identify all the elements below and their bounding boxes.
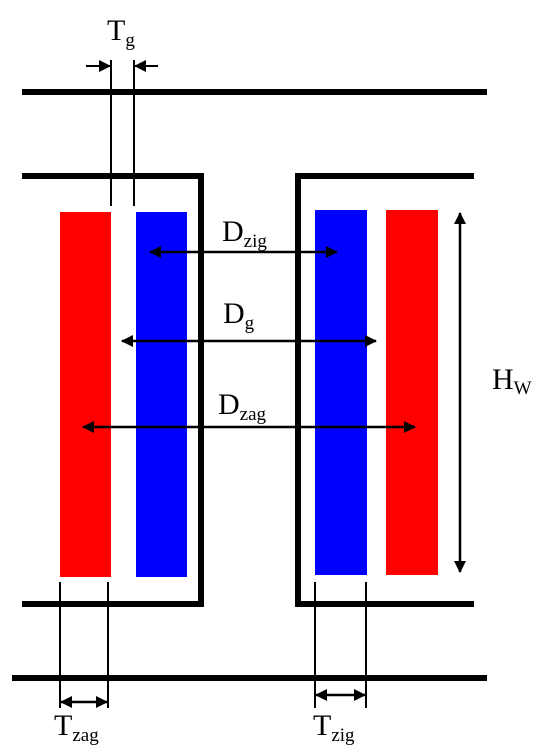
right-inner-winding <box>315 210 367 575</box>
left-outer-winding <box>60 212 111 577</box>
tzig-label-sub: zig <box>331 725 355 746</box>
tg-label: Tg <box>107 14 135 51</box>
left-inner-winding <box>136 212 187 577</box>
right-core-outline <box>295 173 474 607</box>
right-outer-winding <box>386 210 438 575</box>
tzag-label-main: T <box>54 709 72 742</box>
tzig-label: Tzig <box>313 709 355 746</box>
tg-label-sub: g <box>125 30 135 51</box>
tg-label-main: T <box>107 14 125 47</box>
hw-label-sub: W <box>514 378 532 399</box>
dzag-label-sub: zag <box>240 404 267 425</box>
dzig-label: Dzig <box>222 215 267 252</box>
dg-label-sub: g <box>245 313 255 334</box>
dzag-label: Dzag <box>218 388 267 425</box>
dzig-label-main: D <box>222 215 244 248</box>
tzag-label: Tzag <box>54 709 99 746</box>
hw-label-main: H <box>492 363 514 396</box>
dg-label: Dg <box>223 297 255 334</box>
dzag-label-main: D <box>218 388 240 421</box>
hw-label: HW <box>492 363 532 399</box>
tzig-label-main: T <box>313 709 331 742</box>
tzag-label-sub: zag <box>72 725 99 746</box>
dg-label-main: D <box>223 297 245 330</box>
dzig-label-sub: zig <box>244 231 268 252</box>
